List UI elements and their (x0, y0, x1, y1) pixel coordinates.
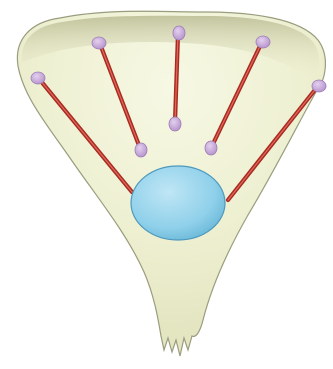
terminal-bulb-2-outer (92, 37, 106, 49)
terminal-bulb-4-outer (256, 36, 270, 48)
terminal-bulb-3-outer (173, 26, 185, 40)
fiber-3 (175, 34, 178, 122)
terminal-bulb-3-inner (169, 117, 181, 131)
nucleus (131, 166, 225, 240)
terminal-bulb-2-inner (135, 143, 147, 157)
terminal-bulb-4-inner (205, 141, 217, 155)
terminal-bulb-1-outer (31, 72, 45, 84)
terminal-bulb-5-outer (312, 80, 326, 92)
